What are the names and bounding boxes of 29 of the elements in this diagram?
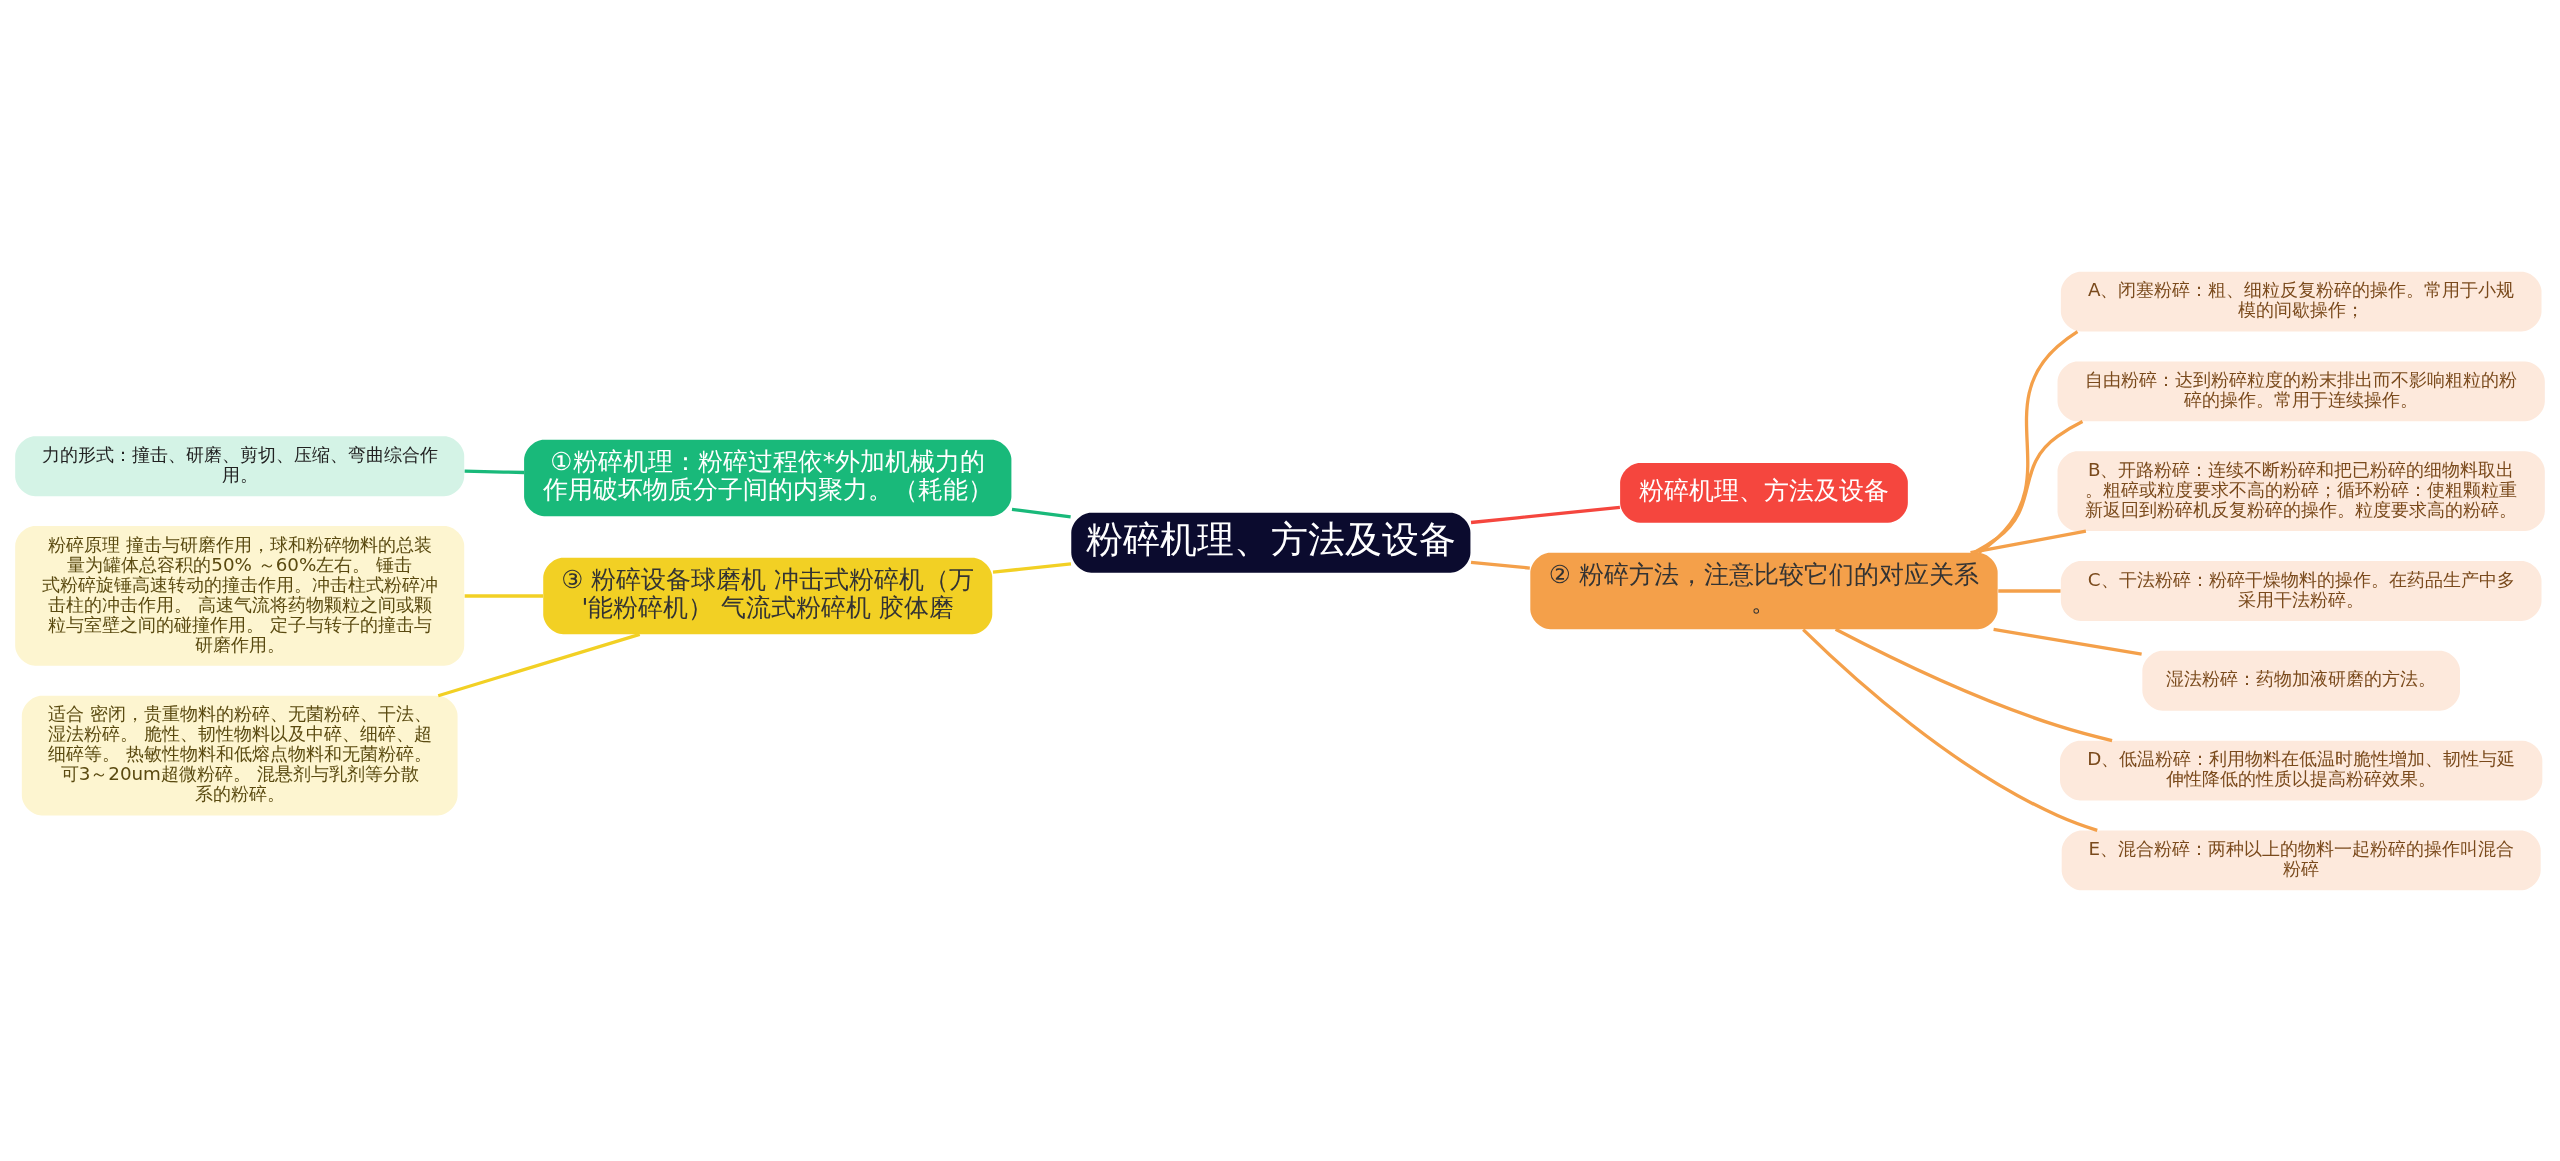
node-box: D、低温粉碎：利用物料在低温时脆性增加、韧性与延伸性降低的性质以提高粉碎效果。: [2060, 740, 2543, 801]
connector: [1470, 560, 1530, 570]
node-box: 适合 密闭，贵重物料的粉碎、无菌粉碎、干法、湿法粉碎。 脆性、韧性物料以及中碎、细碎、超细碎等。 热敏性物料和低熔点物料和无菌粉碎。可3～20um超微粉碎。 混悬剂与乳剂等分散系的粉碎。: [21, 695, 458, 815]
connector: [1834, 627, 2113, 742]
connector: [1802, 627, 2098, 832]
node-box: 湿法粉碎：药物加液研磨的方法。: [2142, 650, 2460, 711]
connector: [464, 469, 525, 474]
node-box: ③ 粉碎设备球磨机 冲击式粉碎机（万'能粉碎机） 气流式粉碎机 胶体磨: [543, 557, 993, 634]
connector: [464, 593, 543, 598]
node-box: ② 粉碎方法，注意比较它们的对应关系。: [1530, 552, 1998, 629]
connector: [992, 561, 1072, 574]
connector: [1470, 505, 1621, 524]
connector: [1998, 588, 2061, 593]
connector: [1970, 529, 2087, 554]
node-box: 粉碎机理、方法及设备: [1620, 462, 1908, 523]
node-box: C、干法粉碎：粉碎干燥物料的操作。在药品生产中多采用干法粉碎。: [2060, 560, 2542, 621]
connector: [1977, 329, 2079, 554]
node-box: ①粉碎机理：粉碎过程依*外加机械力的作用破坏物质分子间的内聚力。（耗能）: [524, 439, 1012, 516]
node-box: 自由粉碎：达到粉碎粒度的粉末排出而不影响粗粒的粉碎的操作。常用于连续操作。: [2057, 360, 2545, 421]
node-box: E、混合粉碎：两种以上的物料一起粉碎的操作叫混合粉碎: [2061, 829, 2541, 890]
node-box: 粉碎机理、方法及设备: [1071, 512, 1471, 573]
connector: [1993, 627, 2142, 656]
node-box: B、开路粉碎：连续不断粉碎和把已粉碎的细物料取出。粗碎或粒度要求不高的粉碎；循环粉碎：使粗颗粒重新返回到粉碎机反复粉碎的操作。粒度要求高的粉碎。: [2057, 450, 2545, 531]
connector: [1973, 419, 2084, 554]
connector: [437, 632, 641, 697]
node-box: A、闭塞粉碎：粗、细粒反复粉碎的操作。常用于小规模的间歇操作；: [2060, 271, 2542, 332]
connector: [1011, 507, 1071, 519]
node-box: 粉碎原理 撞击与研磨作用，球和粉碎物料的总装量为罐体总容积的50% ～60%左右。 锤击式粉碎旋锤高速转动的撞击作用。冲击柱式粉碎冲击柱的冲击作用。 高速气流将药物颗粒之间或颗粒与室壁之间的碰撞作用。 定子与转子的撞击与研磨作用。: [15, 525, 465, 666]
node-box: 力的形式：撞击、研磨、剪切、压缩、弯曲综合作用。: [15, 435, 465, 496]
